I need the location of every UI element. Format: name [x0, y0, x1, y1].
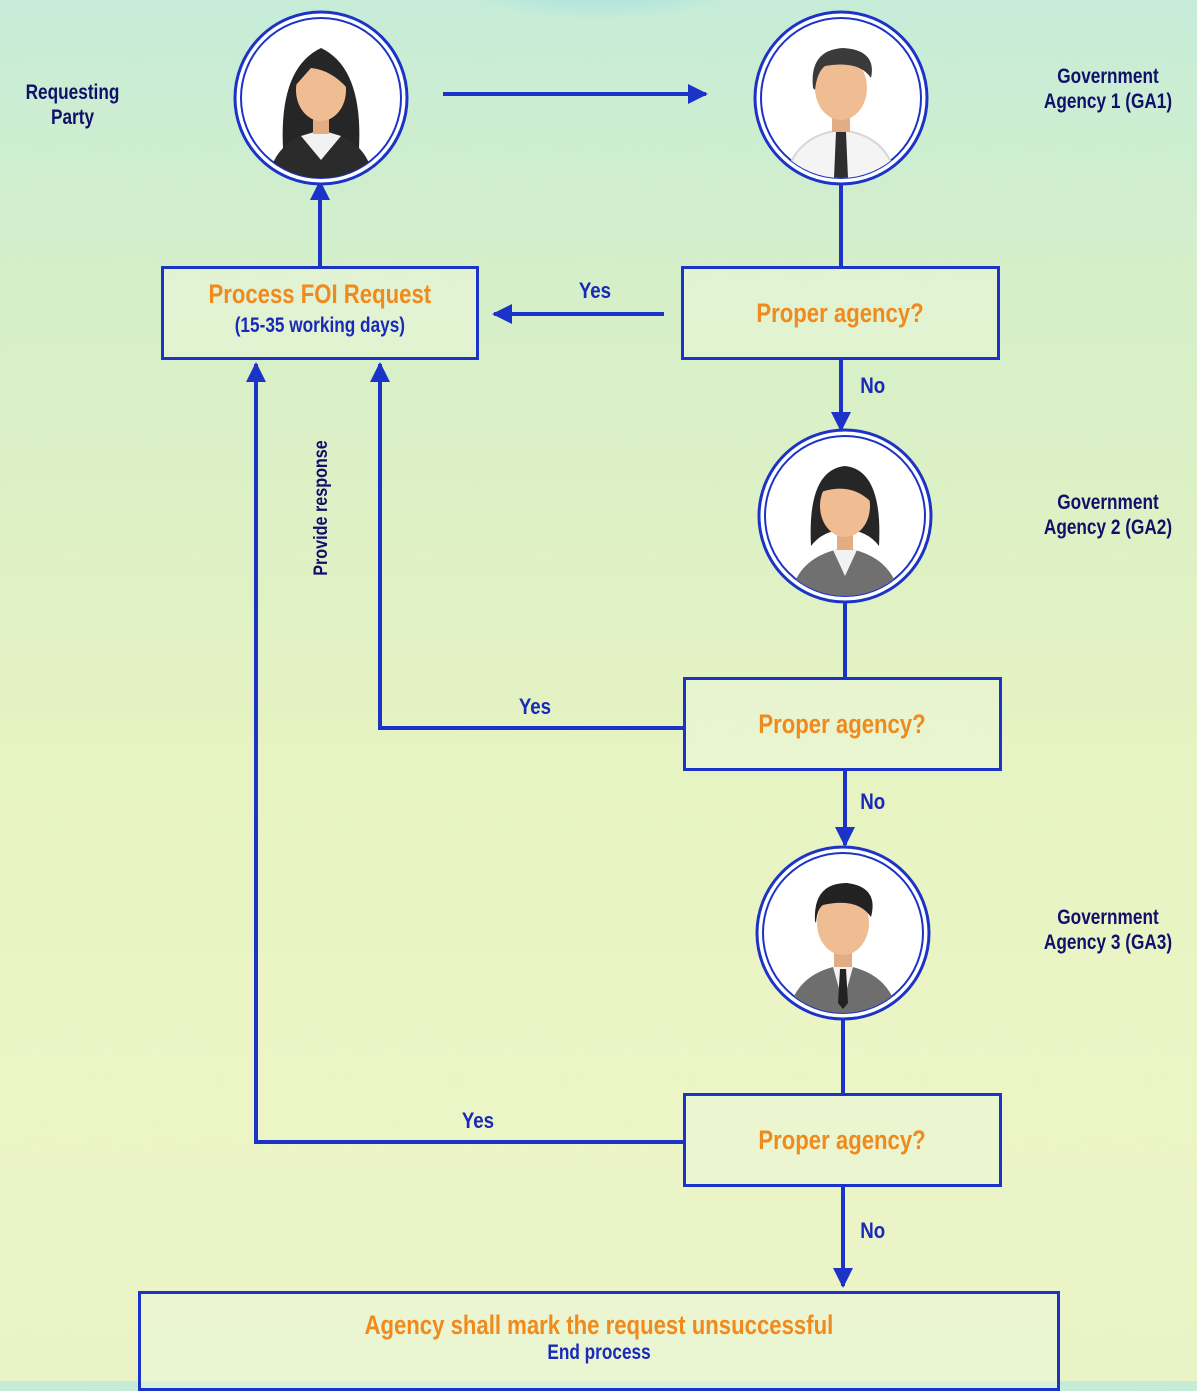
- decision-box-ga1: Proper agency?: [681, 266, 1000, 360]
- ga2-label: Government Agency 2 (GA2): [1043, 491, 1173, 539]
- ga3-avatar: [755, 845, 931, 1021]
- process-foi-request-box: Process FOI Request (15-35 working days): [161, 266, 479, 360]
- decision-box-ga3: Proper agency?: [683, 1093, 1002, 1187]
- edge-label-no-1: No: [860, 373, 886, 398]
- requesting-party-avatar: [233, 10, 409, 186]
- decision-box-ga2: Proper agency?: [683, 677, 1002, 771]
- end-box-title: Agency shall mark the request unsuccessf…: [364, 1310, 834, 1340]
- ga3-label: Government Agency 3 (GA3): [1043, 906, 1173, 954]
- arrow-d3-yes: [246, 362, 684, 1144]
- ga2-avatar: [757, 428, 933, 604]
- edge-label-no-3: No: [860, 1218, 886, 1243]
- decision-label-ga1: Proper agency?: [756, 298, 925, 328]
- arrow-d2-yes: [370, 362, 684, 730]
- end-box-subtitle: End process: [547, 1341, 651, 1364]
- ga1-label: Government Agency 1 (GA1): [1043, 65, 1173, 113]
- provide-response-label: Provide response: [311, 440, 332, 576]
- requesting-party-label: Requesting Party: [25, 81, 120, 129]
- end-process-box: Agency shall mark the request unsuccessf…: [138, 1291, 1060, 1391]
- edge-label-no-2: No: [860, 789, 886, 814]
- process-box-subtitle: (15-35 working days): [234, 314, 406, 337]
- edge-label-yes-2: Yes: [518, 694, 552, 719]
- edge-label-yes-3: Yes: [461, 1108, 495, 1133]
- ga1-avatar: [753, 10, 929, 186]
- decision-label-ga2: Proper agency?: [758, 709, 927, 739]
- process-box-title: Process FOI Request: [208, 279, 432, 309]
- edge-label-yes-1: Yes: [578, 278, 612, 303]
- decision-label-ga3: Proper agency?: [758, 1125, 927, 1155]
